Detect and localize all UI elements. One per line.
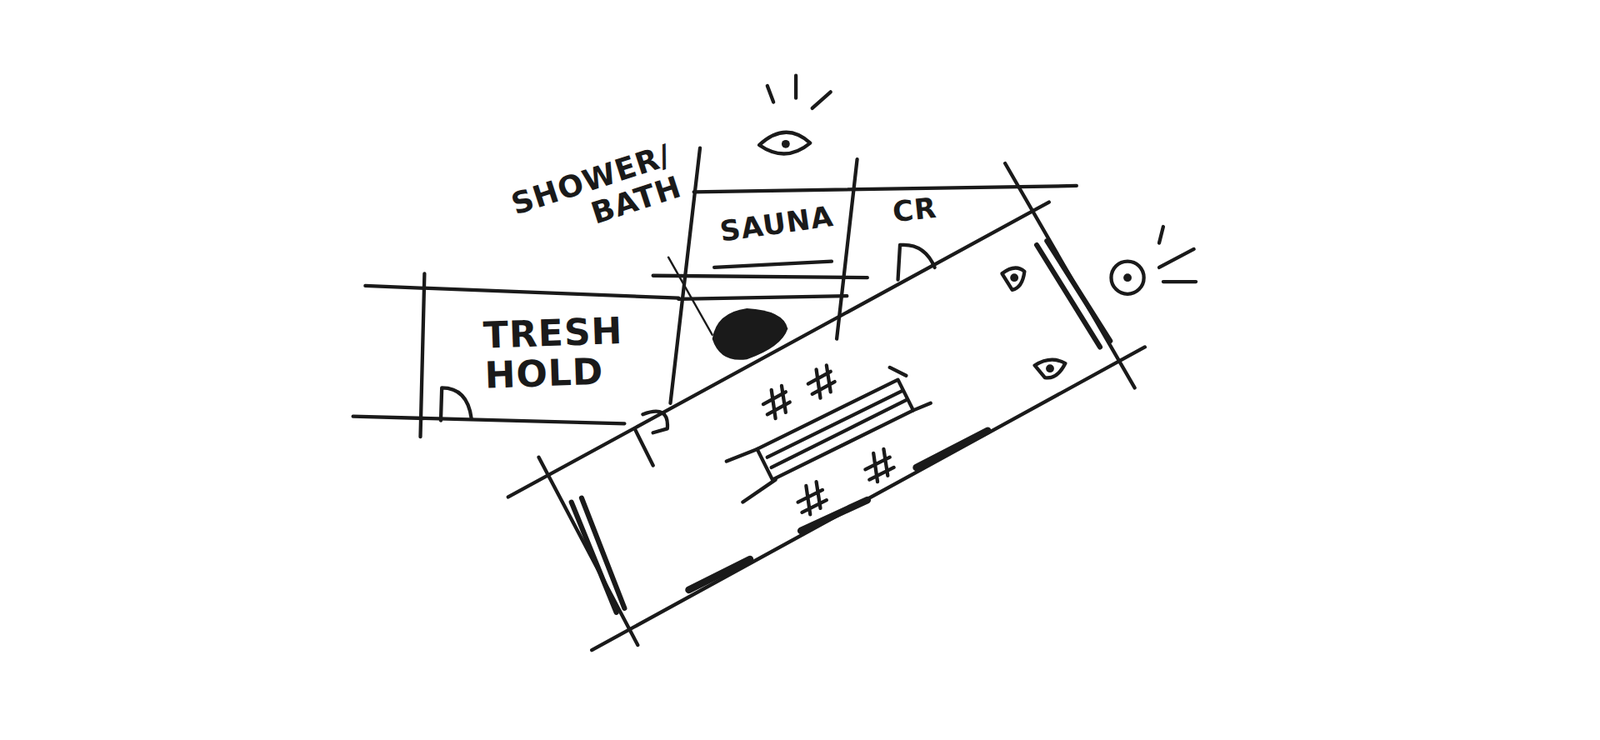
room-wall [591,346,1145,650]
door-swing [635,411,668,466]
callout-label: SHOWER/ BATH [482,135,689,262]
chair-symbol [808,365,835,398]
window [800,500,868,531]
eye-symbol [1110,261,1144,295]
wall-line [420,273,425,437]
fixture-mark [1035,360,1066,379]
eye-pupil [781,140,790,149]
shower-blob [712,308,789,360]
fixture-mark [1001,267,1025,290]
door-swing [898,245,935,280]
wall-line [365,285,679,299]
chair-symbol [763,385,790,419]
wall-line [353,416,625,425]
chair-symbol [798,481,827,515]
room-label: CR [890,191,945,229]
window [1036,240,1110,347]
window [916,430,989,468]
wall-line [653,275,868,278]
callout-label-text: SHOWER/ BATH [486,138,685,260]
eye-rays [1159,226,1196,282]
room-label: TRESH HOLD [482,310,629,396]
wall-line [678,295,847,300]
room-label: SAUNA [717,198,854,248]
room-wall [539,457,639,645]
room-region: SAUNA [712,194,860,251]
window [689,559,750,590]
eye-rays [767,75,831,109]
fixture-dot [1045,364,1055,373]
fixture-dot [1010,273,1019,282]
chair-symbol [865,449,894,482]
window [571,498,625,613]
door-swing [440,387,472,420]
eye-pupil [1123,273,1132,282]
bench-line [714,261,832,268]
eye-symbol [759,132,810,155]
room-region: TRESH HOLD [477,306,635,400]
leader-line [668,257,713,335]
room-region: CR [885,187,951,231]
